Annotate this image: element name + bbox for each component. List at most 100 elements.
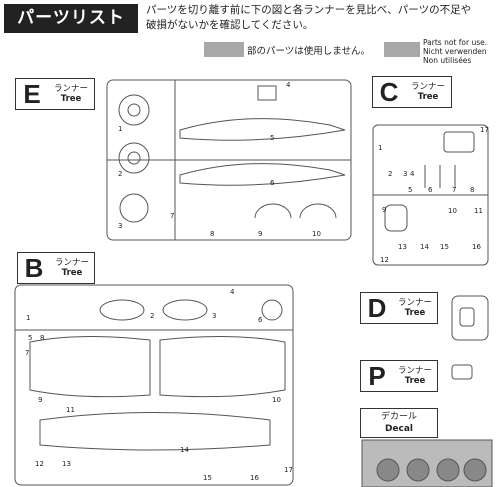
part-number-b-2: 2 [150,312,154,320]
engine-cowl-3 [119,193,149,223]
part-number-b-3: 3 [212,312,216,320]
unused-parts-note-multilang: Parts not for use. Nicht verwenden Non u… [423,38,487,65]
runner-letter: D [367,292,387,323]
tailplane [39,412,271,451]
unused-parts-note-jp: 部のパーツは使用しません。 [247,46,371,57]
part-c-seat [443,131,475,153]
runner-label-jp: ランナー [410,82,445,92]
part-number-e-9: 9 [258,230,262,238]
runner-label-jp: ランナー [53,84,88,94]
decal-label-jp: デカール [380,412,417,422]
part-10-arc [299,203,337,219]
note-en: Parts not for use. [423,38,488,47]
part-number-e-7: 7 [170,212,174,220]
decal-label-en: Decal [384,424,414,434]
page-title: パーツリスト [4,4,138,33]
part-b-propeller [261,299,283,321]
part-9-arc [254,203,292,219]
engine-hub-1 [127,103,141,117]
part-number-e-4: 4 [286,81,291,89]
part-number-c-5: 5 [408,186,412,194]
part-b-2 [99,299,145,321]
part-number-b-11: 11 [66,406,75,414]
part-number-b-10: 10 [272,396,281,404]
part-number-b-12: 12 [35,460,44,468]
note-fr: Non utilisées [423,56,472,65]
part-number-b-15: 15 [203,474,212,482]
decal-roundel-4 [463,458,487,482]
engine-disc-1 [118,94,150,126]
runner-letter: E [23,78,41,109]
part-number-c-4: 4 [410,170,415,178]
part-number-c-3: 3 [403,170,407,178]
runner-label-en: Tree [60,94,82,104]
runner-label-jp: ランナー [397,298,432,308]
runner-p-part [451,364,473,380]
part-number-c-2: 2 [388,170,392,178]
part-number-c-13: 13 [398,243,407,251]
note-de: Nicht verwenden [423,47,487,56]
engine-disc-2 [118,142,150,174]
decal-tag: デカール Decal [360,408,438,438]
fuselage-half-upper [179,118,346,141]
part-number-b-13: 13 [62,460,71,468]
part-c-bulkhead [384,204,408,232]
runner-label-jp: ランナー [397,366,432,376]
part-number-c-16: 16 [472,243,481,251]
part-number-c-10: 10 [448,207,457,215]
part-number-b-1: 1 [26,314,30,322]
runner-letter: P [368,360,386,391]
part-number-b-9: 9 [38,396,42,404]
part-number-c-17: 17 [480,126,489,134]
unused-parts-swatch-multilang [384,42,420,57]
part-number-c-15: 15 [440,243,449,251]
part-number-c-11: 11 [474,207,483,215]
engine-hub-2 [127,151,141,165]
wing-left [29,335,151,398]
part-number-e-2: 2 [118,170,122,178]
part-number-e-10: 10 [312,230,321,238]
part-4-small [257,85,277,101]
runner-label-en: Tree [404,376,426,386]
part-number-b-6: 6 [258,316,263,324]
decal-roundel-2 [406,458,430,482]
part-d-canopy [459,307,475,327]
part-number-e-6: 6 [270,179,275,187]
part-number-c-6: 6 [428,186,433,194]
part-number-e-5: 5 [270,134,274,142]
instructions-line-2: 破損がないかを確認してください。 [146,19,314,31]
part-number-b-14: 14 [180,446,189,454]
instructions-line-1: パーツを切り離す前に下の図と各ランナーを見比べ、パーツの不足や [146,4,472,16]
part-number-b-16: 16 [250,474,259,482]
part-number-e-3: 3 [118,222,122,230]
runner-d-frame [451,295,489,341]
runner-label-en: Tree [61,268,83,278]
part-number-b-5: 5 [28,334,32,342]
part-number-c-14: 14 [420,243,429,251]
part-number-c-9: 9 [382,206,386,214]
part-number-b-8: 8 [40,334,44,342]
part-number-e-1: 1 [118,125,122,133]
part-b-3 [162,299,208,321]
part-number-b-4: 4 [230,288,235,296]
part-number-c-1: 1 [378,144,382,152]
runner-letter: C [379,76,399,107]
runner-label-jp: ランナー [54,258,89,268]
runner-letter: B [24,252,44,283]
part-number-c-12: 12 [380,256,389,264]
part-number-b-17: 17 [284,466,293,474]
instructions-text: パーツを切り離す前に下の図と各ランナーを見比べ、パーツの不足や 破損がないかを確… [146,3,496,33]
part-number-c-7: 7 [452,186,456,194]
decal-roundel-1 [376,458,400,482]
part-number-e-8: 8 [210,230,214,238]
runner-label-en: Tree [417,92,439,102]
runner-label-en: Tree [404,308,426,318]
fuselage-half-lower [179,163,346,186]
part-number-b-7: 7 [25,349,29,357]
